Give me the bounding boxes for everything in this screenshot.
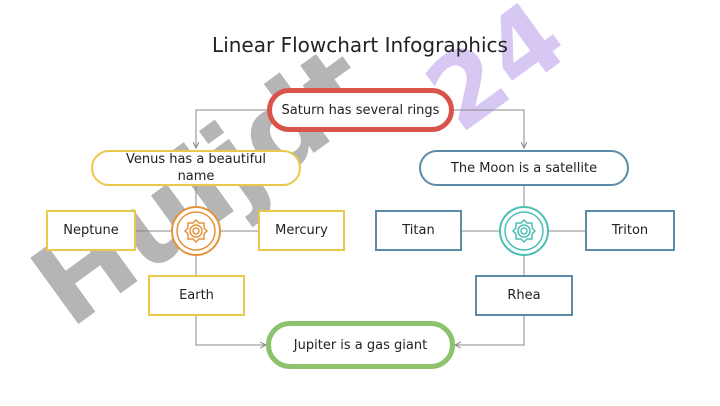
node-triton-label: Triton [611,223,649,238]
node-bottom: Jupiter is a gas giant [266,321,455,369]
node-earth: Earth [148,275,245,316]
node-earth-label: Earth [179,288,214,303]
node-triton: Triton [585,210,675,251]
node-top-label: Saturn has several rings [281,102,440,118]
node-neptune-label: Neptune [63,223,119,238]
node-left-group-label: Venus has a beautiful name [125,152,267,184]
gear-icon [499,206,549,256]
node-right-group: The Moon is a satellite [419,150,629,186]
connector-top-left [196,109,268,148]
node-neptune: Neptune [46,210,136,251]
node-bottom-label: Jupiter is a gas giant [293,337,428,353]
node-rhea: Rhea [475,275,573,316]
node-top: Saturn has several rings [267,88,454,132]
node-titan-label: Titan [402,223,435,238]
node-mercury: Mercury [258,210,345,251]
node-rhea-label: Rhea [507,288,541,303]
node-titan: Titan [375,210,462,251]
page-title: Linear Flowchart Infographics [212,33,508,57]
connector-top-right [453,109,524,148]
gear-icon [171,206,221,256]
node-mercury-label: Mercury [275,223,328,238]
node-right-group-label: The Moon is a satellite [450,160,598,176]
node-left-group: Venus has a beautiful name [91,150,301,186]
